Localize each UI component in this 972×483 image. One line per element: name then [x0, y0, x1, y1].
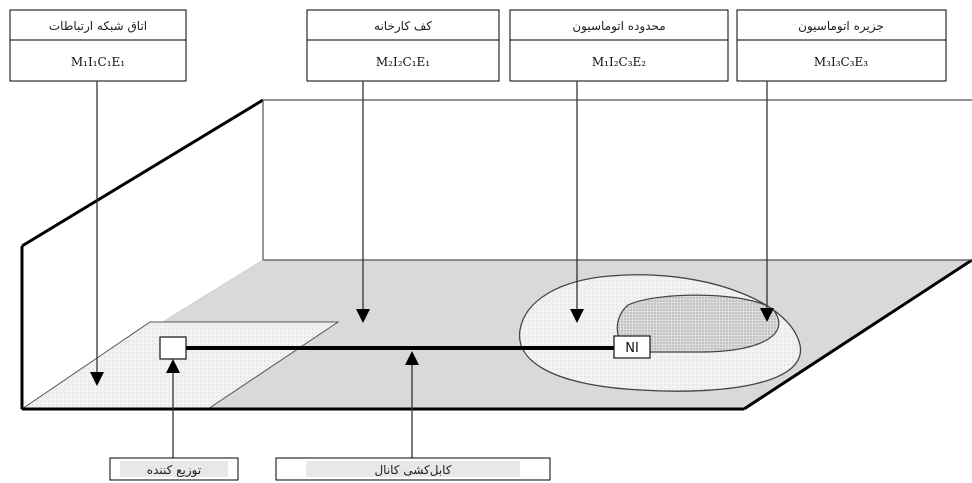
- distributor-label-box: توزیع کننده: [109, 457, 239, 481]
- room-back-wall: [262, 99, 972, 261]
- arrow-telecom-room: [90, 81, 104, 386]
- arrow-distributor: [166, 359, 180, 458]
- zone-code: M₃I₃C₃E₃: [814, 55, 868, 69]
- cabling-label: کابل‌کشی کانال: [374, 463, 451, 477]
- zone-box-automation-area: محدوده اتوماسیون M₁I₂C₃E₂: [509, 9, 729, 82]
- zone-box-factory-floor: کف کارخانه M₂I₂C₁E₁: [306, 9, 500, 82]
- arrow-cabling: [405, 351, 419, 458]
- arrow-factory-floor: [356, 81, 370, 323]
- zone-code: M₁I₁C₁E₁: [71, 55, 125, 69]
- room-outline: [20, 98, 972, 411]
- zone-code: M₂I₂C₁E₁: [376, 55, 430, 69]
- zone-title: اتاق شبکه ارتباطات: [49, 19, 147, 34]
- zone-box-automation-island: جزیره اتوماسیون M₃I₃C₃E₃: [736, 9, 947, 82]
- distributor-box: [159, 336, 187, 360]
- ni-box: [613, 335, 651, 359]
- zone-code: M₁I₂C₃E₂: [592, 55, 646, 69]
- distributor-label: توزیع کننده: [147, 463, 201, 478]
- ni-label: NI: [625, 341, 639, 356]
- arrow-automation-island: [760, 81, 774, 322]
- zone-title: کف کارخانه: [374, 19, 432, 34]
- zone-title: محدوده اتوماسیون: [572, 19, 665, 34]
- cabling-label-box: کابل‌کشی کانال: [275, 457, 551, 481]
- zone-box-telecom-room: اتاق شبکه ارتباطات M₁I₁C₁E₁: [9, 9, 187, 82]
- zone-title: جزیره اتوماسیون: [798, 19, 884, 34]
- arrow-automation-area: [570, 81, 584, 323]
